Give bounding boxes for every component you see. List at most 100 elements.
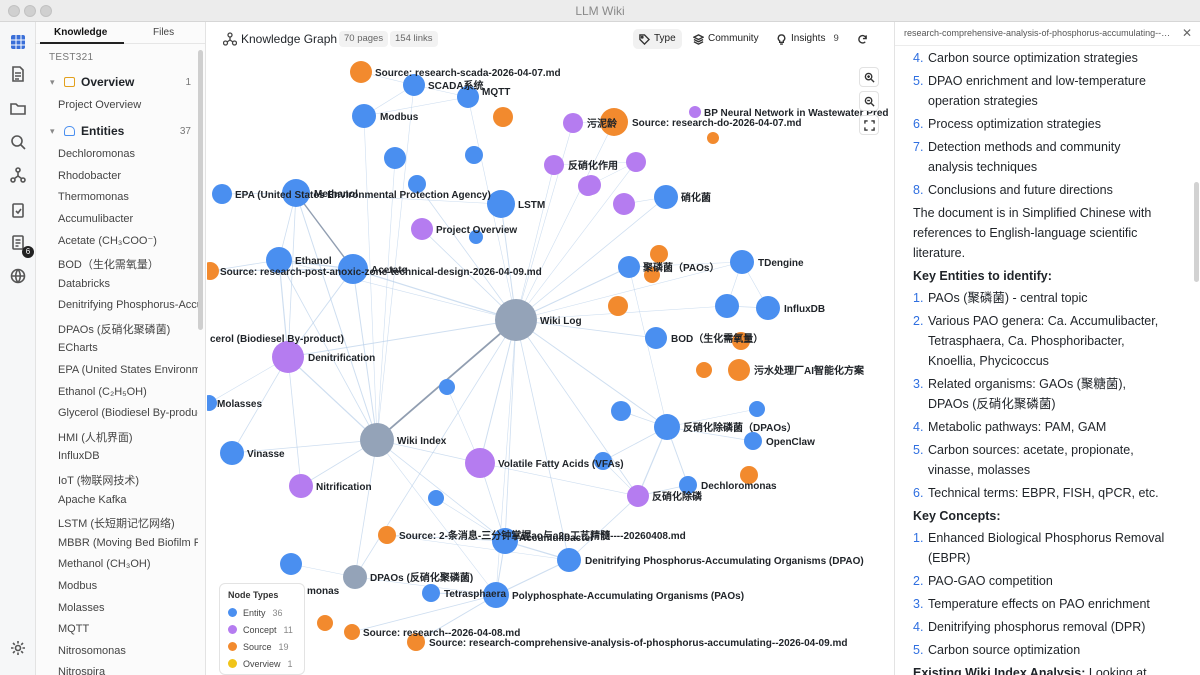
color-by-type-button[interactable]: Type xyxy=(633,29,682,49)
graph-node-source[interactable] xyxy=(378,526,396,544)
refresh-graph-button[interactable] xyxy=(851,29,874,49)
graph-node-label[interactable]: Tetrasphaera xyxy=(444,589,507,600)
graph-node-label[interactable]: 反硝化除磷菌（DPAOs） xyxy=(683,421,797,434)
graph-node-concept[interactable] xyxy=(627,485,649,507)
graph-node-source[interactable] xyxy=(728,359,750,381)
graph-node-label[interactable]: Ethanol xyxy=(295,256,332,267)
graph-node-entity[interactable] xyxy=(439,379,455,395)
graph-node-entity[interactable] xyxy=(352,104,376,128)
search-icon[interactable] xyxy=(8,132,28,152)
tab-files[interactable]: Files xyxy=(153,27,175,38)
insights-button[interactable]: Insights 9 xyxy=(770,29,845,49)
graph-node-entity[interactable] xyxy=(487,190,515,218)
sidebar-entity-item[interactable]: MQTT xyxy=(58,623,90,636)
graph-node-entity[interactable] xyxy=(730,250,754,274)
graph-node-hub[interactable] xyxy=(360,423,394,457)
graph-node-entity[interactable] xyxy=(756,296,780,320)
sidebar-entity-item[interactable]: MBBR (Moving Bed Biofilm Reactor) xyxy=(58,536,198,549)
graph-node-entity[interactable] xyxy=(428,490,444,506)
graph-node-source[interactable] xyxy=(344,624,360,640)
graph-node-label[interactable]: Nitrification xyxy=(316,482,372,493)
sidebar-entity-item[interactable]: Acetate (CH₃COO⁻) xyxy=(58,235,157,248)
graph-node-source[interactable] xyxy=(740,466,758,484)
graph-node-concept[interactable] xyxy=(563,113,583,133)
clipboard-check-icon[interactable] xyxy=(8,200,28,220)
sidebar-group-overview[interactable]: ▾ Overview xyxy=(50,75,134,89)
graph-node-entity[interactable] xyxy=(744,432,762,450)
settings-gear-icon[interactable] xyxy=(8,638,28,658)
graph-node-entity[interactable] xyxy=(654,185,678,209)
graph-node-source[interactable] xyxy=(407,633,425,651)
graph-node-label[interactable]: Accumulibacter xyxy=(519,533,594,544)
graph-node-hub[interactable] xyxy=(495,299,537,341)
graph-node-source[interactable] xyxy=(732,332,750,350)
graph-node-label[interactable]: Denitrification xyxy=(308,353,375,364)
graph-node-entity[interactable] xyxy=(207,395,217,411)
graph-node-concept[interactable] xyxy=(626,152,646,172)
graph-node-concept[interactable] xyxy=(272,341,304,373)
sidebar-entity-item[interactable]: Molasses xyxy=(58,601,105,614)
sidebar-entity-item[interactable]: Rhodobacter xyxy=(58,169,121,182)
sidebar-entity-item[interactable]: HMI (人机界面) xyxy=(58,431,133,444)
zoom-in-button[interactable] xyxy=(859,67,879,87)
review-list-icon[interactable] xyxy=(8,232,28,252)
graph-node-label[interactable]: Source: research-scada-2026-04-07.md xyxy=(375,68,561,79)
sidebar-entity-item[interactable]: BOD（生化需氧量） xyxy=(58,259,159,271)
sidebar-entity-item[interactable]: Nitrosomonas xyxy=(58,644,126,657)
sidebar-entity-item[interactable]: Databricks xyxy=(58,277,110,290)
graph-node-label[interactable]: 反硝化作用 xyxy=(568,159,618,172)
graph-node-source[interactable] xyxy=(707,132,719,144)
sidebar-entity-item[interactable]: IoT (物联网技术) xyxy=(58,475,140,487)
graph-node-entity[interactable] xyxy=(403,74,425,96)
graph-node-label[interactable]: BP Neural Network in Wastewater Pred xyxy=(704,108,889,119)
graph-node-entity[interactable] xyxy=(338,254,368,284)
graph-node-label[interactable]: 聚磷菌（PAOs） xyxy=(642,261,720,274)
color-by-community-button[interactable]: Community xyxy=(687,29,765,49)
graph-node-label[interactable]: BOD（生化需氧量） xyxy=(671,332,763,345)
sidebar-entity-item[interactable]: Modbus xyxy=(58,580,98,592)
window-zoom-button[interactable] xyxy=(40,5,52,17)
app-logo-icon[interactable] xyxy=(8,32,28,52)
sidebar-entity-item[interactable]: Dechloromonas xyxy=(58,148,136,160)
graph-node-entity[interactable] xyxy=(408,175,426,193)
tab-knowledge[interactable]: Knowledge xyxy=(54,27,108,38)
graph-node-source[interactable] xyxy=(207,262,219,280)
graph-node-entity[interactable] xyxy=(469,230,483,244)
sidebar-entity-item[interactable]: Apache Kafka xyxy=(58,493,127,506)
graph-node-label[interactable]: Source: research-do-2026-04-07.md xyxy=(632,118,802,129)
zoom-out-button[interactable] xyxy=(859,91,879,111)
graph-node-entity[interactable] xyxy=(679,476,697,494)
graph-node-label[interactable]: InfluxDB xyxy=(784,304,825,315)
graph-node-source[interactable] xyxy=(493,107,513,127)
folder-icon[interactable] xyxy=(8,98,28,118)
graph-node-source[interactable] xyxy=(608,296,628,316)
knowledge-graph-canvas[interactable]: Source: research-scada-2026-04-07.mdSCAD… xyxy=(207,22,893,675)
graph-node-entity[interactable] xyxy=(618,256,640,278)
window-minimize-button[interactable] xyxy=(24,5,36,17)
graph-node-source[interactable] xyxy=(600,108,628,136)
graph-node-label[interactable]: Molasses xyxy=(217,399,262,410)
graph-node-concept[interactable] xyxy=(581,175,601,195)
graph-node-label[interactable]: EPA (United States Environmental Protect… xyxy=(235,190,491,201)
graph-node-source[interactable] xyxy=(650,245,668,263)
graph-node-label[interactable]: Methanol xyxy=(314,189,358,200)
graph-node-label[interactable]: Acetate xyxy=(371,265,408,276)
graph-node-label[interactable]: SCADA系统 xyxy=(428,79,484,92)
graph-node-entity[interactable] xyxy=(492,528,518,554)
graph-node-entity[interactable] xyxy=(654,414,680,440)
graph-node-label[interactable]: 硝化菌 xyxy=(681,191,711,204)
graph-node-label[interactable]: Project Overview xyxy=(436,225,517,236)
graph-node-entity[interactable] xyxy=(611,401,631,421)
sidebar-entity-item[interactable]: DPAOs (反硝化聚磷菌) xyxy=(58,323,171,336)
graph-node-label[interactable]: Polyphosphate-Accumulating Organisms (PA… xyxy=(512,591,744,602)
graph-node-concept[interactable] xyxy=(465,448,495,478)
graph-node-concept[interactable] xyxy=(689,106,701,118)
graph-node-label[interactable]: TDengine xyxy=(758,258,804,269)
document-icon[interactable] xyxy=(8,64,28,84)
graph-node-label[interactable]: Source: 2-条消息-三分钟掌握ao与a2o工艺精髓----2026040… xyxy=(399,529,686,542)
graph-node-label[interactable]: Wiki Index xyxy=(397,436,447,447)
sidebar-entity-item[interactable]: Methanol (CH₃OH) xyxy=(58,558,151,571)
fit-view-button[interactable] xyxy=(859,115,879,135)
graph-node-source[interactable] xyxy=(350,61,372,83)
